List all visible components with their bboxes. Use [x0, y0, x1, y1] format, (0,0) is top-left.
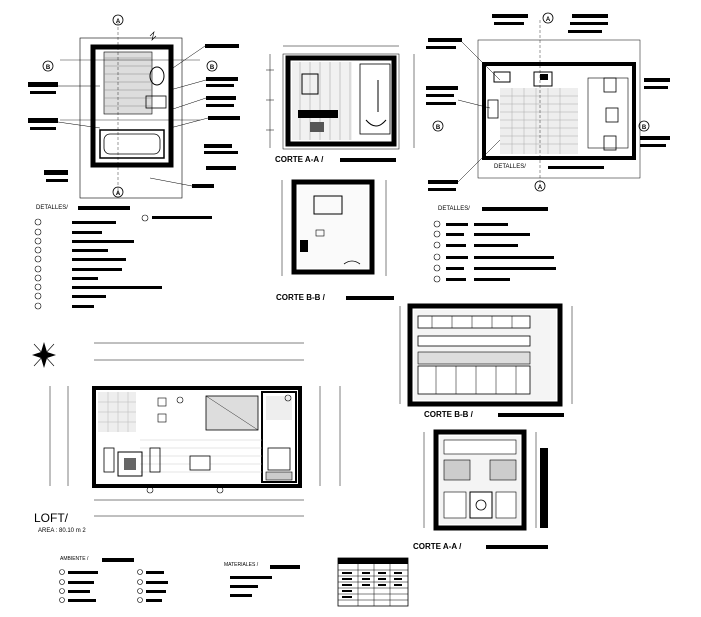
detalles-label-bath: DETALLES/	[36, 205, 68, 211]
ambiente-label: AMBIENTE /	[60, 556, 89, 562]
bathroom-plan: A A B B	[28, 14, 240, 199]
kitchen-corte-bb	[399, 303, 573, 417]
corte-aa-title-bath: CORTE A-A /	[275, 155, 324, 164]
detalles-label-kitchen-plan: DETALLES/	[494, 164, 526, 170]
section-marker-a-bottom: A	[116, 191, 121, 197]
section-marker-a-top-kitchen: A	[546, 17, 551, 23]
section-marker-b-right: B	[210, 65, 215, 71]
section-marker-b-right-kitchen: B	[642, 125, 647, 131]
loft-title: LOFT/	[34, 511, 69, 525]
corte-bb-title-bath: CORTE B-B /	[276, 293, 325, 302]
materiales-legend	[230, 565, 300, 597]
ambiente-legend	[59, 558, 168, 603]
section-marker-a-top: A	[116, 19, 121, 25]
kitchen-corte-aa	[423, 429, 548, 549]
corte-aa-title-kitchen: CORTE A-A /	[413, 542, 462, 551]
detalles-legend-2	[433, 207, 556, 283]
detalles-legend-1	[34, 206, 212, 310]
materiales-label: MATERIALES /	[224, 562, 259, 568]
bath-corte-bb	[281, 179, 394, 300]
loft-floor-plan	[49, 342, 341, 517]
loft-area-label: AREA : 80.10 m 2	[38, 528, 86, 534]
detalles-label-kitchen: DETALLES/	[438, 206, 470, 212]
section-marker-b-left-kitchen: B	[436, 125, 441, 131]
corte-bb-title-kitchen: CORTE B-B /	[424, 410, 473, 419]
section-marker-b-left: B	[46, 65, 51, 71]
schedule-table	[337, 557, 409, 607]
section-marker-a-bottom-kitchen: A	[538, 185, 543, 191]
north-arrow-icon	[32, 342, 56, 368]
kitchen-plan: A A B B	[426, 12, 670, 192]
bath-corte-aa	[266, 45, 415, 162]
